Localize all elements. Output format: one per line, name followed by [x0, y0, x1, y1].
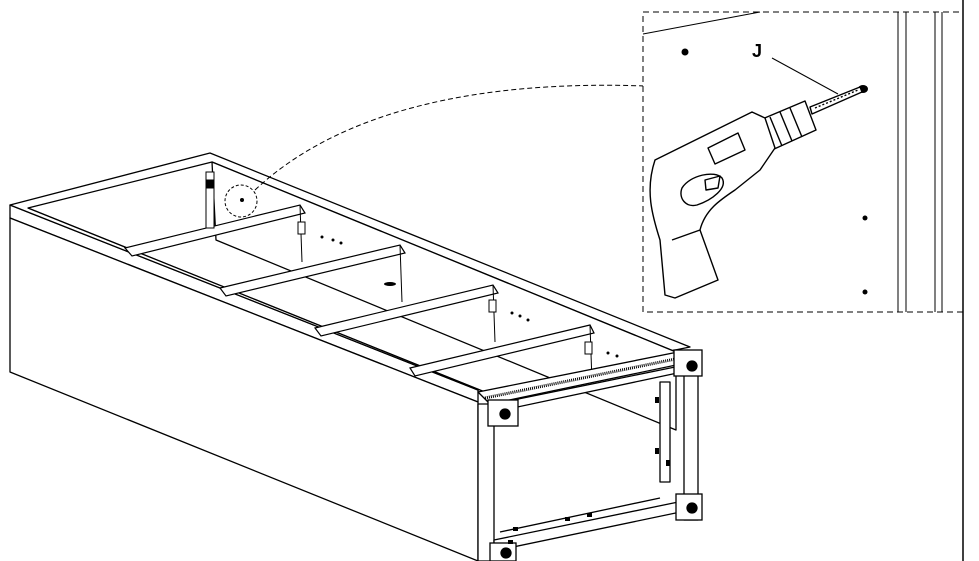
frame-front-post	[477, 403, 495, 561]
frame-screws	[508, 397, 670, 544]
frame-corner-blocks	[487, 349, 703, 561]
frame-bottom-rail	[493, 499, 691, 552]
back-panel-holes	[240, 198, 619, 358]
detail-box: J	[642, 11, 964, 313]
divider-4	[409, 324, 595, 377]
end-frame	[477, 349, 701, 561]
callout-leader-line	[254, 84, 646, 191]
label-leader-line	[771, 57, 839, 95]
cabinet-back-panel	[211, 161, 677, 431]
frame-inner-rail	[659, 381, 671, 483]
cabinet	[9, 152, 691, 561]
bracket-icon	[205, 171, 593, 355]
cabinet-front-panel	[9, 217, 479, 561]
divider-2	[218, 244, 406, 297]
divider-1	[123, 204, 306, 257]
cabinet-dividers	[123, 204, 595, 383]
divider-3	[313, 284, 499, 337]
magnifier-circle-icon	[224, 184, 258, 218]
drill-icon	[649, 86, 863, 299]
part-label: J	[752, 41, 762, 61]
